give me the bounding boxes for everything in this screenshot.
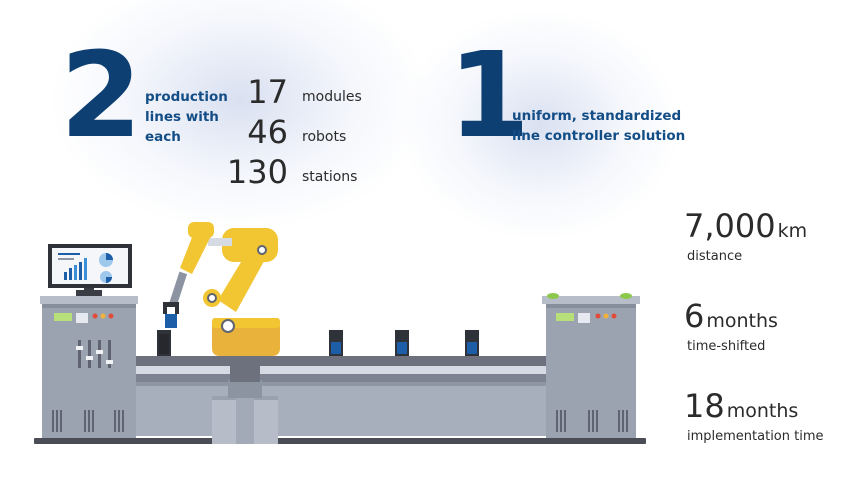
product-container-icon [329,330,343,356]
time-shift-label: time-shifted [687,339,766,354]
left-cabinet-display [54,313,72,321]
stations-count: 130 [226,153,288,191]
background-glow-right [400,10,680,240]
floor-line [34,438,646,444]
status-light-red-icon [108,313,114,319]
conveyor [130,356,550,436]
modules-unit: modules [302,89,362,105]
product-container-icon [465,330,479,356]
robot-arm-icon [163,222,280,444]
modules-count: 17 [247,73,288,111]
left-control-cabinet [40,296,138,438]
monitor-icon [48,244,132,296]
robots-unit: robots [302,129,347,145]
product-container-icon [395,330,409,356]
stations-unit: stations [302,169,358,185]
vent-grille-icon [556,410,628,432]
production-lines-label: production lines with each [145,89,228,145]
status-light-red-icon [92,313,98,319]
green-signal-light-icon [547,293,559,299]
vent-grille-icon [52,410,124,432]
product-container-icon [157,330,171,356]
background-glow-left [50,0,430,230]
controller-count: 1 [448,26,530,164]
right-control-cabinet [542,293,640,438]
production-lines-count: 2 [60,26,142,164]
green-signal-light-icon [620,293,632,299]
robots-count: 46 [247,113,288,151]
distance-label: distance [687,249,743,264]
controller-label: uniform, standardized line controller so… [512,108,686,144]
slider-controls-icon [76,340,113,368]
implementation-time-label: implementation time [687,429,824,444]
status-light-orange-icon [100,313,106,319]
